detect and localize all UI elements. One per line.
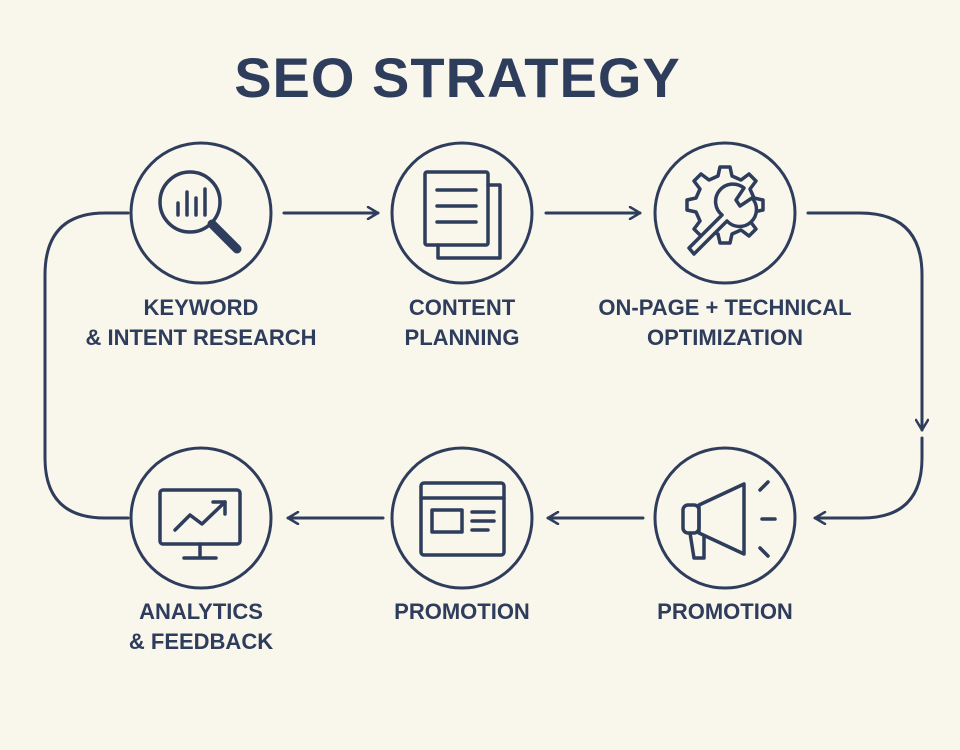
step-2-circle — [390, 141, 534, 285]
step-1-circle — [129, 141, 273, 285]
step-2-label: CONTENT PLANNING — [312, 293, 612, 353]
step-4-label-line-1: PROMOTION — [657, 599, 793, 624]
loop-back-connector — [43, 211, 130, 520]
step-6-label-line-1: ANALYTICS — [139, 599, 263, 624]
monitor-trend-icon — [158, 488, 242, 560]
step-3-label-line-1: ON-PAGE + TECHNICAL — [598, 295, 852, 320]
step-6-label-line-2: & FEEDBACK — [128, 629, 274, 654]
step-3-label-line-2: OPTIMIZATION — [646, 325, 804, 350]
step-4-circle — [653, 446, 797, 590]
diagram-title: SEO STRATEGY — [234, 46, 681, 109]
step-5-label-line-1: PROMOTION — [394, 599, 530, 624]
gear-wrench-icon — [685, 165, 765, 256]
browser-window-icon — [419, 481, 506, 557]
step-1-label-line-2: & INTENT RESEARCH — [85, 325, 317, 350]
step-6-label: ANALYTICS & FEEDBACK — [51, 597, 351, 657]
step-3-label: ON-PAGE + TECHNICAL OPTIMIZATION — [575, 293, 875, 353]
step-2-label-line-2: PLANNING — [404, 325, 520, 350]
step-3-circle — [653, 141, 797, 285]
magnifier-chart-icon — [158, 170, 242, 254]
step-4-label: PROMOTION — [575, 597, 875, 627]
documents-icon — [423, 170, 502, 260]
step-6-circle — [129, 446, 273, 590]
arrow-3-to-4-down — [806, 211, 922, 432]
step-1-label-line-1: KEYWORD — [143, 295, 259, 320]
step-1-label: KEYWORD & INTENT RESEARCH — [51, 293, 351, 353]
step-5-circle — [390, 446, 534, 590]
megaphone-icon — [681, 480, 777, 560]
step-5-label: PROMOTION — [312, 597, 612, 627]
step-2-label-line-1: CONTENT — [408, 295, 516, 320]
arrow-3-to-4-in — [813, 436, 924, 518]
